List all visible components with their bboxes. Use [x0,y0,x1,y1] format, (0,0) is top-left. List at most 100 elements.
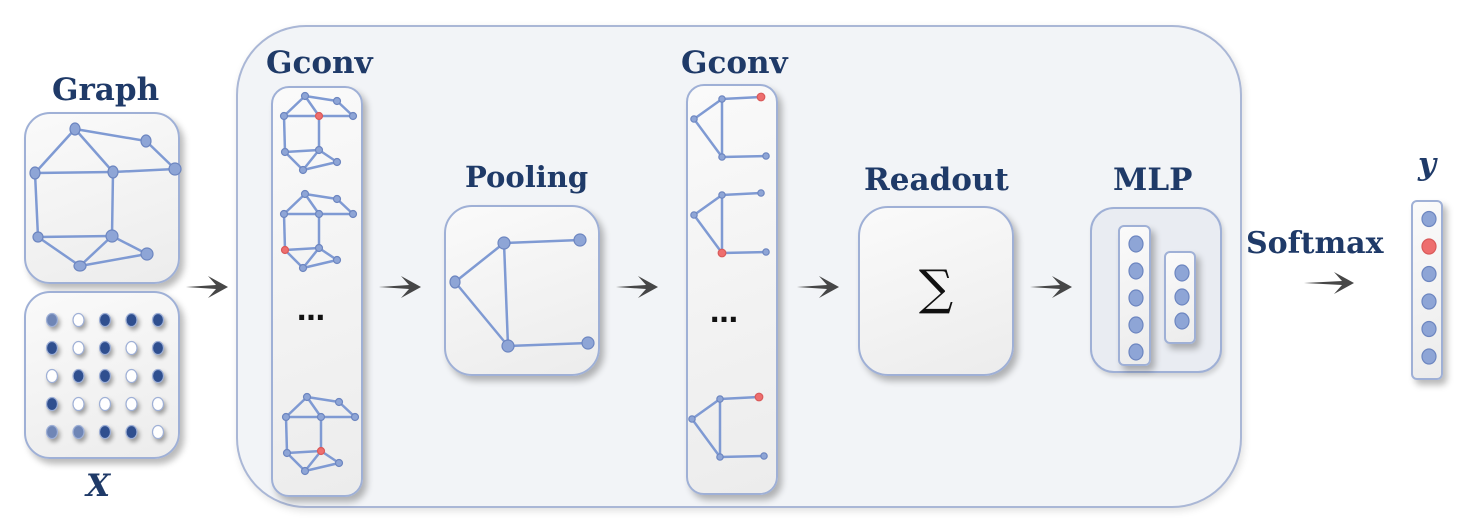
feature-cell [98,424,112,440]
graph-node [279,209,289,219]
graph-node [718,191,726,199]
neuron [1174,312,1190,330]
graph-node [760,452,768,460]
arrow-icon [186,276,228,298]
feature-cell [45,340,59,356]
graph-node [332,194,342,204]
graph-node [334,458,344,468]
highlighted-node [756,92,766,102]
graph-node [314,209,324,219]
output-node [1421,265,1437,283]
graph-label: Graph [52,72,160,108]
highlighted-node [314,111,324,121]
graph-node [29,166,41,180]
graph-node [716,395,724,403]
feature-cell [72,424,85,440]
feature-cell [125,396,138,412]
neuron [1128,262,1144,280]
graph-node [280,147,290,157]
feature-matrix-card [24,291,180,459]
arrow-icon [1304,272,1354,294]
output-label: y [1418,146,1437,182]
graph-node [332,96,342,106]
highlighted-node [754,392,764,402]
input-graph-card [24,112,182,284]
graph-node [281,412,291,422]
gconv1-label: Gconv [266,45,373,81]
pooling-card [444,205,600,376]
mlp-card [1090,207,1222,373]
graph-node [107,165,119,179]
mlp-label: MLP [1113,162,1193,198]
graph-node [334,397,344,407]
output-node [1421,348,1437,365]
feature-cell [72,368,85,384]
neuron [1128,316,1144,334]
graph-node [332,255,342,265]
graph-node [350,412,360,422]
output-node [1421,210,1437,228]
feature-cell [98,368,112,384]
gconv1-graph [279,91,358,175]
input-graph-nodes [29,122,182,272]
arrow-icon [797,276,839,298]
arrow-icon [1030,276,1072,298]
feature-cell [45,312,59,328]
graph-node [300,91,310,101]
graph-node [140,134,152,148]
readout-label: Readout [864,162,1009,198]
graph-node [501,339,515,353]
feature-cell [98,396,112,412]
graph-node [690,211,698,219]
feature-cell [45,424,59,440]
graph-node [348,111,358,121]
graph-node [300,466,310,476]
mlp-layer-2 [1164,251,1196,344]
feature-cell [125,340,138,356]
graph-node [757,189,765,197]
highlighted-node [717,248,727,258]
graph-node [718,95,726,103]
graph-node [348,209,358,219]
graph-node [690,115,698,123]
feature-cell [125,368,138,384]
pooled-graph [449,233,595,353]
graph-node [73,260,87,272]
feature-cell [98,340,112,356]
ellipsis: … [710,296,741,329]
graph-node [688,415,696,423]
neuron [1128,289,1144,307]
graph-node [168,162,182,176]
feature-cell [45,396,59,412]
graph-node [332,157,342,167]
graph-node [282,448,292,458]
pooling-label: Pooling [465,160,589,194]
output-node [1421,320,1437,338]
graph-node [314,243,324,253]
output-vector [1411,200,1443,380]
mlp-layer-1 [1118,225,1151,366]
feature-cell [151,340,165,356]
graph-node [32,231,44,243]
arrow-icon [616,276,658,298]
gconv1-column: … [271,86,363,497]
feature-cell [151,396,165,412]
gconv2-label: Gconv [681,45,788,81]
feature-cell [72,312,85,328]
gconv2-column: … [686,84,778,495]
graph-node [302,392,312,402]
feature-cell [151,312,165,328]
graph-node [314,145,324,155]
input-graph [29,122,182,272]
graph-node [762,152,770,160]
graph-node [298,165,308,175]
feature-cell [98,312,112,328]
predicted-class-node [1421,238,1437,255]
graph-node [140,247,154,261]
graph-node [762,248,770,256]
feature-cell [125,424,138,440]
graph-node [581,336,595,350]
gconv1-graph [279,189,358,273]
ellipsis: … [297,294,328,327]
feature-cell [45,368,59,384]
